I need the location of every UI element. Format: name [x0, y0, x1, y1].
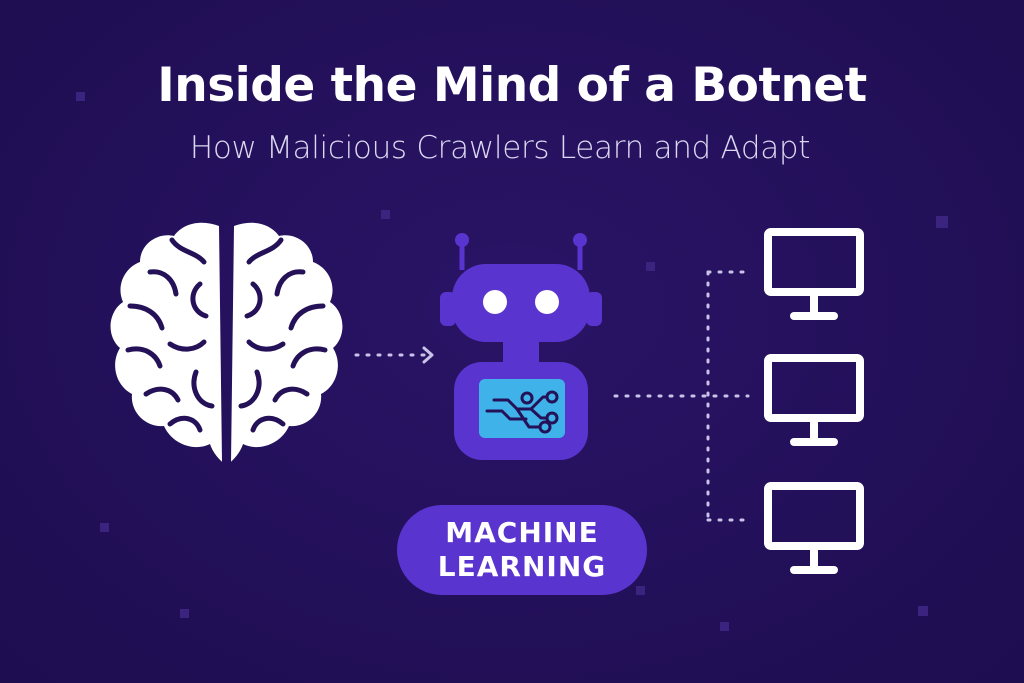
circuit-icon: [485, 390, 559, 434]
brain-icon: [110, 222, 343, 462]
robot-icon: [440, 233, 602, 460]
page-title: Inside the Mind of a Botnet: [157, 58, 867, 113]
badge-line-2: LEARNING: [437, 550, 607, 583]
monitor-icon: [764, 228, 864, 320]
page-subtitle: How Malicious Crawlers Learn and Adapt: [189, 130, 811, 166]
monitor-icon: [764, 482, 864, 574]
network-connectors: [613, 270, 750, 522]
arrow-brain-to-robot: [354, 346, 434, 364]
machine-learning-badge: MACHINE LEARNING: [397, 505, 647, 595]
monitor-icon: [764, 354, 864, 446]
decorative-dots: [76, 92, 948, 631]
badge-line-1: MACHINE: [445, 516, 599, 549]
